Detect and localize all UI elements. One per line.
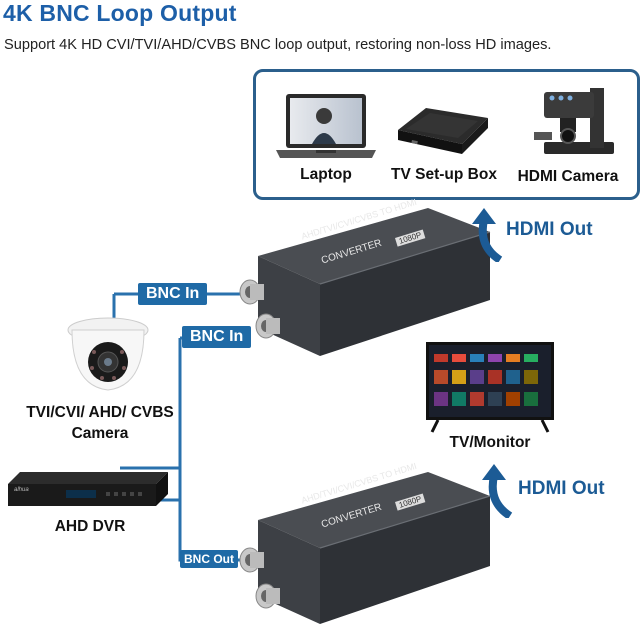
bnc-connector-icon (239, 279, 280, 339)
hdmi-out-label-2: HDMI Out (518, 478, 605, 499)
bnc-in-tag-1: BNC In (138, 283, 208, 305)
tv-label: TV/Monitor (449, 434, 531, 451)
set-top-box-label: TV Set-up Box (391, 166, 497, 183)
curved-arrow-icon (482, 464, 513, 518)
converter-upper (239, 208, 491, 356)
microscope-camera-icon (534, 88, 614, 154)
dvr-icon (8, 472, 168, 506)
bnc-connector-icon (239, 547, 280, 609)
camera-label-line1: TVI/CVI/ AHD/ CVBS (26, 404, 174, 421)
hdmi-camera-label: HDMI Camera (517, 168, 619, 185)
bnc-out-tag: BNC Out (180, 550, 238, 568)
page-subtitle: Support 4K HD CVI/TVI/AHD/CVBS BNC loop … (4, 37, 552, 53)
laptop-icon (276, 94, 376, 158)
converter-lower (239, 472, 491, 624)
set-top-box-icon (398, 108, 488, 154)
bnc-in-tag-2: BNC In (182, 326, 252, 348)
display-devices-box (253, 69, 640, 200)
tv-icon (426, 342, 554, 433)
laptop-label: Laptop (300, 166, 352, 183)
dvr-brand: alhua (14, 487, 29, 493)
dome-camera-icon (67, 317, 149, 391)
curved-arrow-icon (472, 208, 503, 262)
page-title: 4K BNC Loop Output (3, 0, 237, 26)
dvr-label: AHD DVR (54, 518, 126, 535)
camera-label-line2: Camera (71, 425, 129, 442)
hdmi-out-label-1: HDMI Out (506, 219, 593, 240)
